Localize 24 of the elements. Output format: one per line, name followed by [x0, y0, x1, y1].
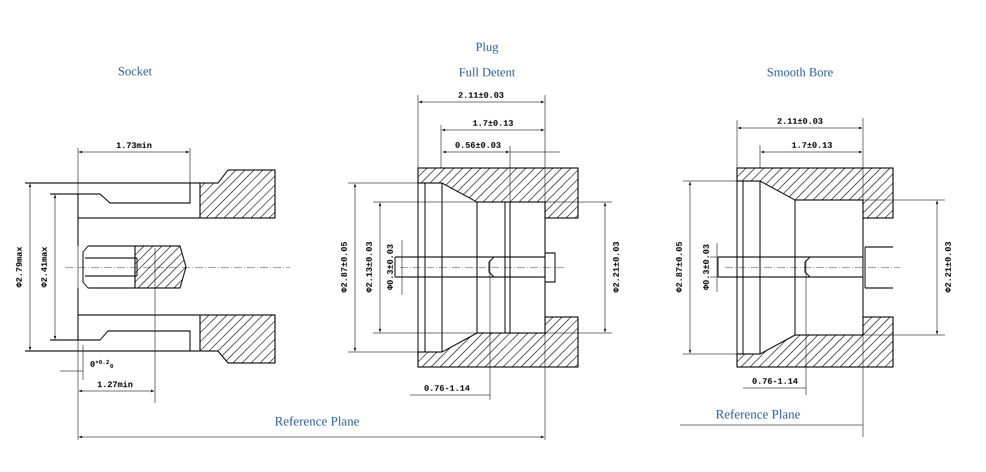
dimension-label: 1.27min [98, 380, 132, 388]
dimension-label: Φ2.79max [16, 246, 22, 288]
view-title: Smooth Bore [768, 68, 833, 76]
view-title: Plug [476, 42, 498, 54]
dimension-label: 1.7±0.13 [792, 142, 832, 148]
reference-plane-label: Reference Plane [274, 416, 359, 426]
view-title: Full Detent [459, 68, 516, 76]
dimension-label: 0.56±0.03 [456, 142, 501, 148]
dimension-label: Φ2.87±0.05 [676, 242, 682, 292]
view-title: Socket [118, 66, 152, 76]
dimension-label: 1.73min [116, 142, 152, 148]
dimension-label: 1.7±0.13 [473, 120, 513, 126]
dimension-label: Φ0.3±0.03 [387, 244, 393, 290]
dimension-label: 2.11±0.03 [458, 92, 504, 98]
dimension-label: Φ2.13±0.03 [366, 242, 372, 292]
dimension-label: 0.76-1.14 [424, 385, 470, 391]
dimension-label: Φ2.21±0.03 [945, 242, 951, 292]
dimension-label: 2.11±0.03 [778, 118, 823, 124]
dimension-label: Φ2.87±0.05 [341, 242, 347, 292]
dimension-label: 0.76-1.14 [752, 378, 798, 384]
dimension-label: Φ2.21±0.03 [613, 242, 619, 292]
reference-plane-label: Reference Plane [716, 409, 800, 419]
dimension-label: Φ0.3±0.03 [703, 244, 709, 290]
dimension-label: Φ2.41max [41, 246, 47, 288]
